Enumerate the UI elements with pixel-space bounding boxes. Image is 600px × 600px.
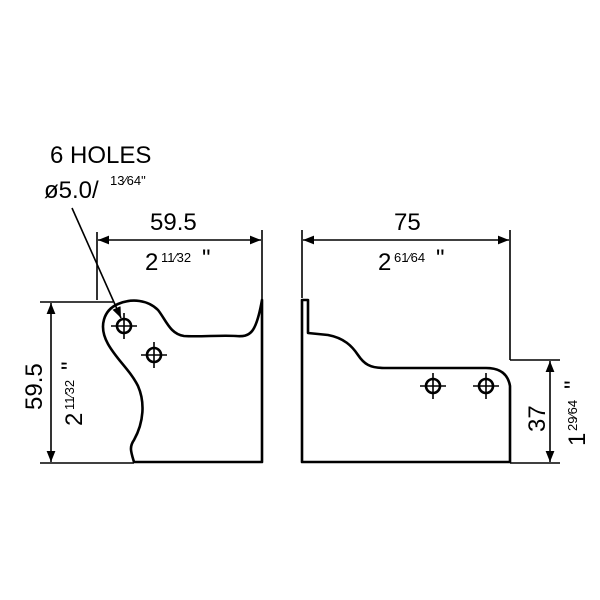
right-width-mm: 75 [394,209,421,236]
holes-label: 6 HOLES [50,142,151,169]
hole-diameter-in: 13⁄64" [110,173,146,188]
right-height-dimension [510,359,560,464]
right-height-in-frac: 29⁄64 [565,400,580,431]
left-width-in-frac: 11⁄32 [161,250,191,265]
left-hole-upper [111,313,137,339]
right-height-mm: 37 [524,405,551,432]
right-height-in-mark: " [560,380,587,389]
left-height-in-mark: " [57,361,84,370]
left-hole-lower [141,342,167,368]
right-hole-right [473,373,499,399]
right-height-in-whole: 1 [564,433,591,446]
right-side-profile [300,298,512,464]
right-width-in-whole: 2 [378,249,391,276]
left-width-in-mark: " [202,245,211,272]
right-width-in-mark: " [436,245,445,272]
right-width-in-frac: 61⁄64 [394,250,425,265]
right-width-dimension [301,230,511,360]
left-height-in-frac: 11⁄32 [62,380,77,410]
left-corner-profile [101,298,264,464]
left-height-in-whole: 2 [61,413,88,426]
right-hole-left [420,373,446,399]
left-height-dimension [40,301,134,464]
left-height-mm: 59.5 [21,363,48,410]
left-width-dimension [96,230,263,300]
left-width-in-whole: 2 [145,249,158,276]
left-width-mm: 59.5 [150,209,197,236]
hole-diameter-mm: ø5.0/ [44,177,99,204]
